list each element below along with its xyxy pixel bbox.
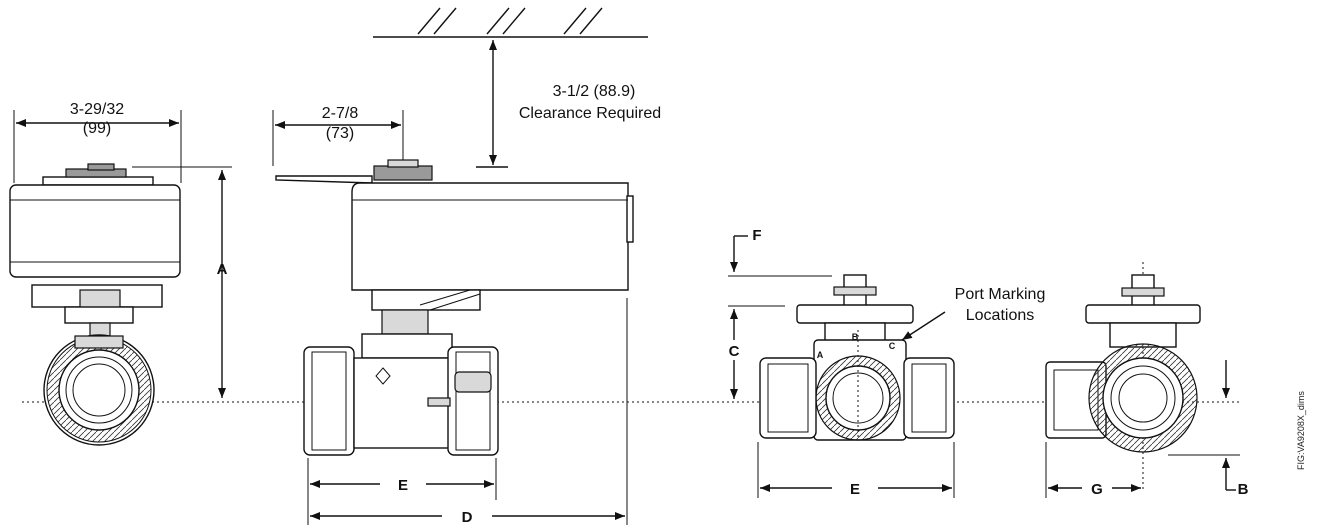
ceiling-reference bbox=[373, 7, 648, 38]
dimension-d-label: D bbox=[462, 509, 473, 526]
port-b-mark: B bbox=[852, 332, 859, 342]
left-end-view: 3-29/32 (99) bbox=[9, 101, 182, 446]
port-marking-label-line2: Locations bbox=[966, 307, 1035, 324]
clearance-value: 3-1/2 (88.9) bbox=[553, 83, 636, 100]
dimension-g-label: G bbox=[1091, 481, 1103, 498]
dimension-e2-label: E bbox=[850, 481, 860, 498]
left-width-mm-label: (99) bbox=[83, 120, 111, 137]
mid-width-label: 2-7/8 bbox=[322, 105, 359, 122]
figure-id: FIG:VA9208X_dims bbox=[1296, 391, 1306, 470]
left-width-label: 3-29/32 bbox=[70, 101, 124, 118]
dimension-b-label: B bbox=[1238, 481, 1249, 498]
middle-side-view: 2-7/8 (73) bbox=[272, 105, 634, 456]
port-c-mark: C bbox=[889, 341, 896, 351]
dimension-f-label: F bbox=[752, 227, 761, 244]
three-way-side-view bbox=[1045, 262, 1201, 490]
port-marking-leader bbox=[901, 311, 946, 341]
dimension-a-label: A bbox=[217, 261, 228, 278]
dimension-e1-label: E bbox=[398, 477, 408, 494]
clearance-text: Clearance Required bbox=[519, 105, 661, 122]
port-a-mark: A bbox=[817, 350, 824, 360]
port-marking-label-line1: Port Marking bbox=[955, 286, 1046, 303]
three-way-front-view: B A C bbox=[759, 274, 955, 441]
mid-width-mm-label: (73) bbox=[326, 125, 354, 142]
dimension-c-label: C bbox=[729, 343, 740, 360]
